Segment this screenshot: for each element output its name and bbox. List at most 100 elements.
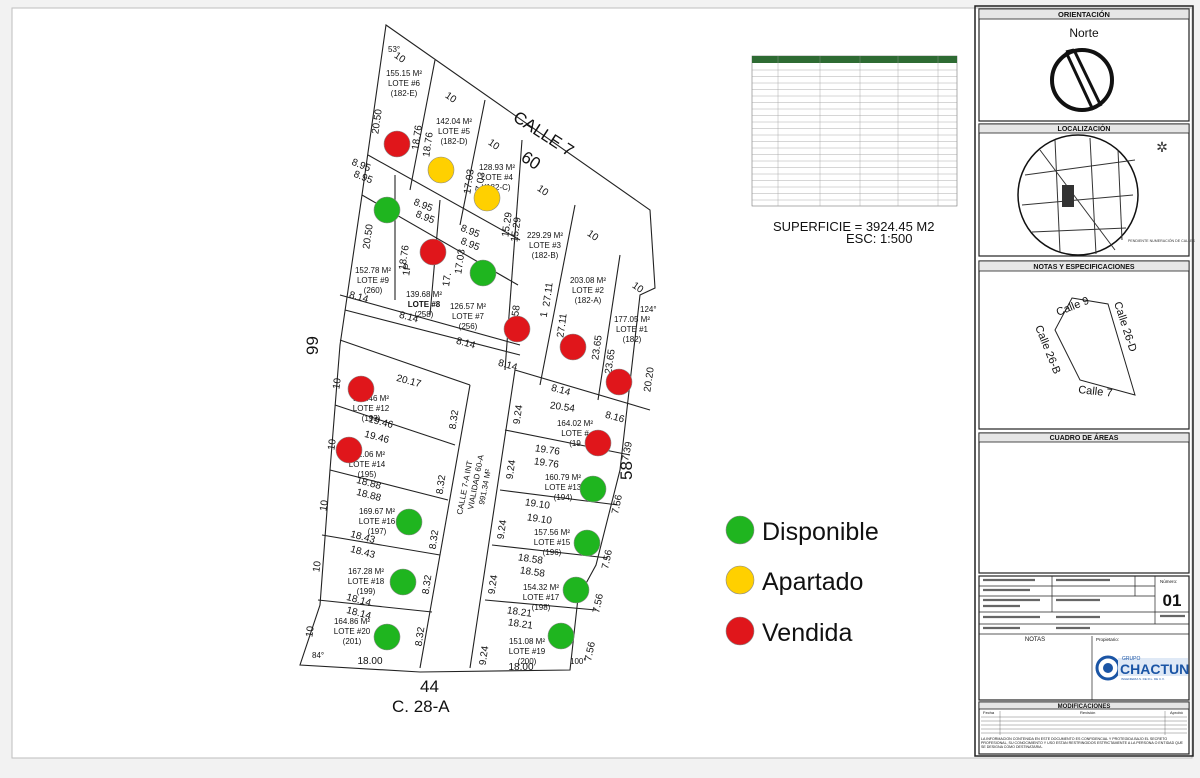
dimension-label: 19.76 — [534, 443, 561, 457]
lot-code: (195) — [358, 470, 377, 479]
lot-status-marker — [605, 368, 633, 396]
lot-status-marker — [347, 375, 375, 403]
logo-sub-text: INGENIERIA S. DE R.L. DE C.V. — [1121, 677, 1165, 681]
location-north-icon: ✲ — [1156, 139, 1168, 155]
owner-label: Propietario: — [1096, 637, 1119, 642]
sketch-street-calle-7: Calle 7 — [1078, 384, 1113, 400]
site-plan — [299, 24, 656, 673]
dimension-label: 19.10 — [526, 512, 553, 526]
mod-col-approved: Aprobó — [1170, 710, 1184, 715]
lot-status-marker — [503, 315, 531, 343]
lot-name: LOTE #17 — [523, 593, 560, 602]
dimension-label: 18.00 — [508, 662, 533, 673]
lot-name: LOTE #19 — [509, 647, 546, 656]
street-east-number: 58 — [617, 461, 636, 480]
orientation-panel: ORIENTACIÓN Norte — [978, 8, 1190, 112]
logo-main-text: CHACTUN — [1120, 661, 1189, 677]
sheet-number: 01 — [1163, 591, 1182, 610]
dimension-label: 7.39 — [620, 440, 635, 462]
dimension-label: 8.32 — [421, 574, 435, 595]
notas-label: NOTAS — [1025, 637, 1045, 643]
areas-title: CUADRO DE ÁREAS — [1050, 433, 1119, 442]
lot-code: (198) — [532, 603, 551, 612]
lot-area: 167.28 M² — [348, 567, 384, 576]
lot-status-marker — [395, 508, 423, 536]
dimension-label: 8.14 — [348, 290, 370, 306]
street-west-number: 99 — [303, 336, 322, 355]
lot-status-marker — [427, 156, 455, 184]
lot-code: (260) — [364, 286, 383, 295]
lot-name: LOTE #16 — [359, 517, 396, 526]
dimension-label: 18.00 — [357, 656, 382, 667]
dimension-label: 8.14 — [398, 310, 420, 326]
dimension-label: 20.50 — [370, 108, 384, 135]
north-label: Norte — [1069, 26, 1099, 40]
dimension-label: 7.56 — [591, 592, 606, 614]
logo-small-text: GRUPO — [1122, 656, 1140, 662]
street-south-number: 44 — [420, 677, 439, 696]
dimension-label: 8.14 — [497, 358, 519, 374]
north-arrow-icon — [1050, 48, 1114, 112]
dimension-label: 1P — [401, 263, 414, 277]
dimension-label: 8.16 — [604, 410, 626, 426]
lot-name: LOTE #7 — [452, 312, 485, 321]
angle-bottom-right: 100° — [570, 657, 587, 666]
location-note: PENDIENTE NUMERACIÓN DE CALLES — [1128, 238, 1195, 243]
dimension-label: 9.24 — [505, 459, 519, 480]
dimension-label: 8.32 — [414, 626, 428, 647]
lot-name: LOTE #4 — [481, 173, 514, 182]
dimension-label: 18.21 — [507, 617, 534, 631]
dimension-label: 7.56 — [610, 493, 625, 515]
dimension-label: 15.29 — [500, 211, 514, 238]
dimension-label: 10 — [326, 438, 339, 451]
lot-code: (200) — [518, 657, 537, 666]
lot-status-marker — [573, 529, 601, 557]
dimension-label: 18.58 — [519, 565, 546, 579]
location-panel: LOCALIZACIÓN ✲ PENDIENTE NUMERACIÓN DE C… — [978, 123, 1195, 256]
legend-sold-label: Vendida — [762, 619, 852, 647]
dimension-label: 18.21 — [506, 605, 533, 619]
lot-area: 154.32 M² — [523, 583, 559, 592]
lot-name: LOTE #3 — [529, 241, 562, 250]
lot-status-marker — [562, 576, 590, 604]
dimension-label: 9.24 — [487, 574, 501, 595]
lot-area: 139.68 M² — [406, 290, 442, 299]
lot-area: 203.08 M² — [570, 276, 606, 285]
lot-name: LOTE #8 — [408, 300, 441, 309]
status-markers — [335, 130, 633, 651]
lot-code: (182-D) — [440, 137, 467, 146]
lot-status-marker — [559, 333, 587, 361]
lot-code: (193) — [362, 414, 381, 423]
dimension-label: 10 — [304, 625, 317, 638]
orientation-title: ORIENTACIÓN — [1058, 10, 1110, 19]
lot-code: (197) — [368, 527, 387, 536]
dimension-label: 19.10 — [524, 497, 551, 511]
areas-panel: CUADRO DE ÁREAS — [978, 432, 1190, 443]
legend-reserved-dot — [725, 565, 755, 595]
legend: Disponible Apartado Vendida — [725, 515, 879, 647]
lot-name: LOTE #6 — [388, 79, 421, 88]
lot-status-marker — [335, 436, 363, 464]
lot-status-marker — [579, 475, 607, 503]
legend-available-label: Disponible — [762, 518, 879, 546]
lot-status-marker — [419, 238, 447, 266]
lot-area: 157.56 M² — [534, 528, 570, 537]
coordinates-table — [751, 55, 958, 207]
legend-reserved-label: Apartado — [762, 568, 863, 596]
lot-name: LOTE #13 — [545, 483, 582, 492]
dimension-label: 8.32 — [428, 529, 442, 550]
lot-area: 151.08 M² — [509, 637, 545, 646]
dimension-label: 15.29 — [509, 216, 523, 243]
confidentiality-disclaimer: LA INFORMACION CONTENIDA EN ESTE DOCUMEN… — [981, 737, 1183, 749]
